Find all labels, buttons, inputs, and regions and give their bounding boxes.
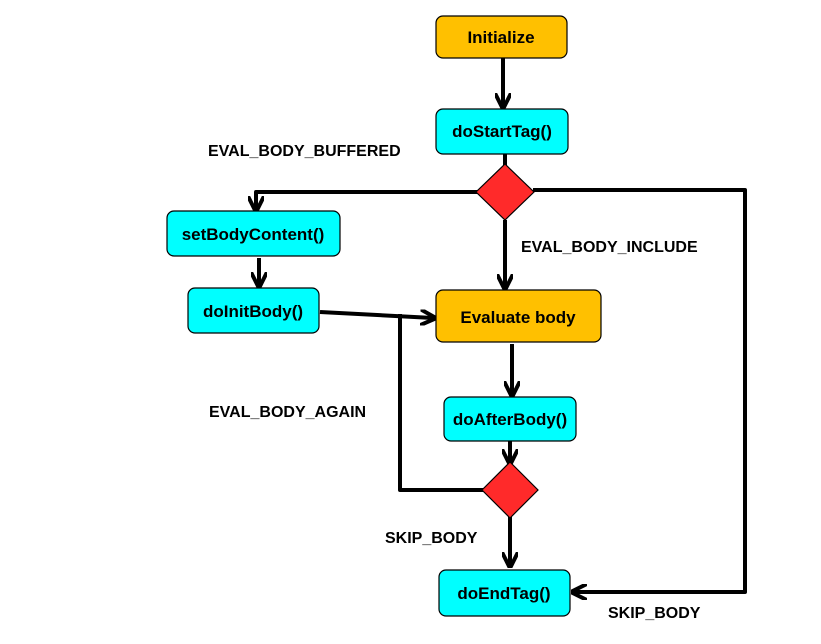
edge-decision-to-doendtag xyxy=(533,188,747,592)
node-evaluate-body-label: Evaluate body xyxy=(460,308,576,327)
node-dostarttag: doStartTag() xyxy=(435,108,569,155)
node-doendtag-label: doEndTag() xyxy=(457,584,550,603)
node-doendtag: doEndTag() xyxy=(438,569,571,617)
label-skip-body-left: SKIP_BODY xyxy=(385,530,478,547)
edge-decision-to-setbodycontent xyxy=(256,190,478,209)
node-doafterbody-label: doAfterBody() xyxy=(453,410,567,429)
label-eval-body-again: EVAL_BODY_AGAIN xyxy=(209,404,366,421)
decision-start-result xyxy=(475,163,535,221)
node-initialize: Initialize xyxy=(435,15,568,59)
node-setbodycontent: setBodyContent() xyxy=(166,210,341,257)
label-skip-body-right: SKIP_BODY xyxy=(608,605,701,622)
edge-decision-loop-back xyxy=(398,314,483,492)
node-dostarttag-label: doStartTag() xyxy=(452,122,552,141)
label-eval-body-include: EVAL_BODY_INCLUDE xyxy=(521,239,698,256)
node-evaluate-body: Evaluate body xyxy=(435,289,602,343)
label-eval-body-buffered: EVAL_BODY_BUFFERED xyxy=(208,143,401,160)
decision-afterbody-result xyxy=(481,461,539,519)
node-doinitbody: doInitBody() xyxy=(187,287,320,334)
node-doinitbody-label: doInitBody() xyxy=(203,302,303,321)
node-initialize-label: Initialize xyxy=(467,28,534,47)
node-setbodycontent-label: setBodyContent() xyxy=(182,225,325,244)
node-doafterbody: doAfterBody() xyxy=(443,396,577,442)
edge-doinitbody-to-evaluate-body xyxy=(319,312,433,318)
